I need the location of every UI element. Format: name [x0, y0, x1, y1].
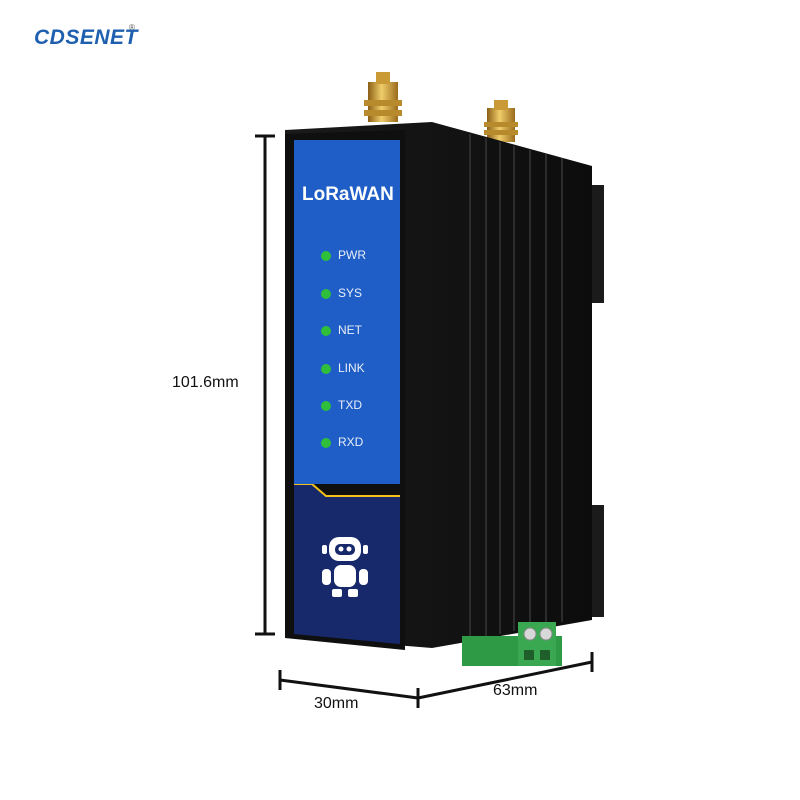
led-txd [321, 401, 331, 411]
terminal-block [462, 622, 562, 666]
led-label-pwr: PWR [338, 248, 366, 262]
led-label-txd: TXD [338, 398, 362, 412]
led-rxd [321, 438, 331, 448]
led-sys [321, 289, 331, 299]
height-dimension-line [255, 134, 275, 636]
depth-dimension-line [417, 652, 594, 700]
depth-dimension-label: 63mm [493, 682, 538, 699]
led-label-rxd: RXD [338, 435, 364, 449]
robot-mascot-icon [322, 537, 368, 597]
height-dimension-label: 101.6mm [172, 374, 239, 391]
led-link [321, 364, 331, 374]
antenna-left [364, 72, 402, 122]
front-panel-lower [294, 484, 400, 644]
panel-title: LoRaWAN [302, 184, 394, 205]
front-panel [294, 140, 400, 480]
brand-logo: CDSENET [34, 26, 138, 49]
heatsink-fins [469, 134, 563, 640]
led-label-link: LINK [338, 361, 365, 375]
width-dimension-label: 30mm [314, 695, 359, 712]
indicator-leds [321, 251, 331, 448]
led-label-sys: SYS [338, 286, 363, 300]
antenna-right [484, 100, 518, 142]
din-rail-clip-bottom [590, 505, 604, 617]
din-rail-clip-top [590, 185, 604, 303]
registered-mark: ® [129, 23, 135, 32]
led-label-net: NET [338, 323, 362, 337]
led-pwr [321, 251, 331, 261]
led-net [321, 326, 331, 336]
